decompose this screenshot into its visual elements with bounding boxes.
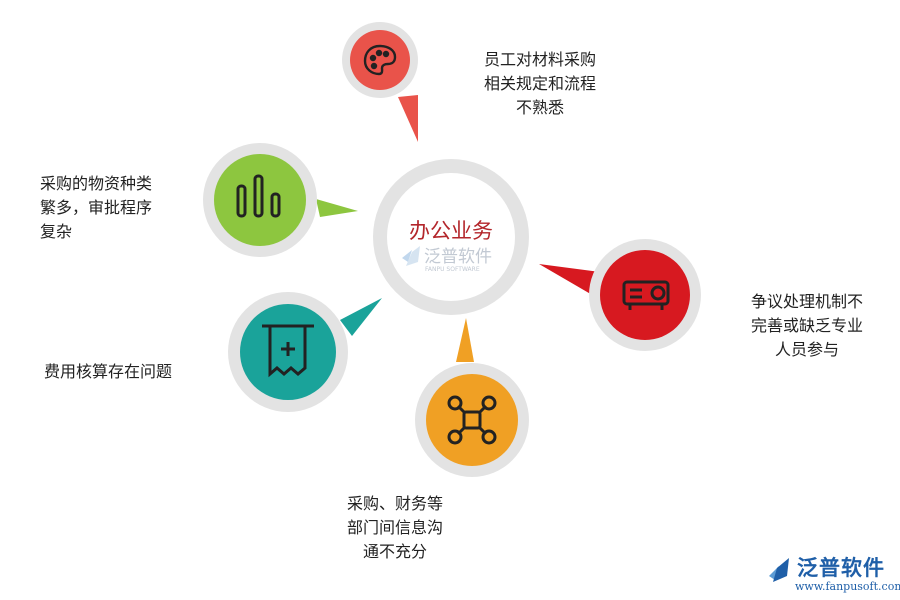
caption-line: 通不充分	[362, 542, 427, 561]
caption-bottom: 采购、财务等 部门间信息沟 通不充分	[315, 492, 475, 564]
caption-line: 员工对材料采购	[483, 50, 596, 69]
caption-midleft: 费用核算存在问题	[44, 360, 224, 384]
palette-icon	[363, 44, 397, 76]
watermark-name: 泛普软件	[424, 247, 492, 267]
caption-line: 采购、财务等	[346, 494, 443, 513]
bar-chart-icon	[236, 174, 281, 218]
pointer-right	[539, 264, 600, 296]
pointer-left	[316, 199, 358, 217]
projector-icon	[622, 280, 670, 310]
watermark-sub: FANPU SOFTWARE	[425, 266, 480, 273]
receipt-icon	[262, 324, 314, 378]
pointer-bottom	[456, 318, 474, 362]
caption-left: 采购的物资种类 繁多，审批程序 复杂	[40, 172, 210, 244]
caption-line: 部门间信息沟	[346, 518, 443, 537]
caption-line: 争议处理机制不	[750, 292, 863, 311]
node-top	[342, 22, 418, 98]
caption-line: 采购的物资种类	[40, 174, 153, 193]
center-title: 办公业务	[409, 219, 493, 243]
caption-line: 复杂	[40, 222, 73, 241]
caption-line: 完善或缺乏专业	[750, 316, 863, 335]
node-left	[203, 143, 317, 257]
drone-icon	[447, 395, 497, 445]
node-bottom	[415, 363, 529, 477]
watermark-logo-icon	[402, 246, 420, 266]
caption-line: 费用核算存在问题	[44, 362, 173, 381]
brand-mark-icon	[769, 558, 789, 582]
brand-url: www.fanpusoft.com	[795, 580, 900, 593]
caption-top: 员工对材料采购 相关规定和流程 不熟悉	[455, 48, 625, 120]
brand-logo: 泛普软件 www.fanpusoft.com	[765, 548, 900, 596]
pointer-top	[398, 95, 418, 142]
caption-line: 相关规定和流程	[483, 74, 596, 93]
center-node: 办公业务 泛普软件 FANPU SOFTWARE	[373, 159, 529, 315]
caption-line: 人员参与	[774, 340, 839, 359]
pointer-midleft	[340, 298, 382, 336]
node-midleft	[228, 292, 348, 412]
caption-line: 不熟悉	[515, 98, 564, 117]
caption-right: 争议处理机制不 完善或缺乏专业 人员参与	[712, 290, 900, 362]
caption-line: 繁多，审批程序	[40, 198, 153, 217]
brand-name: 泛普软件	[797, 556, 885, 580]
node-right	[589, 239, 701, 351]
